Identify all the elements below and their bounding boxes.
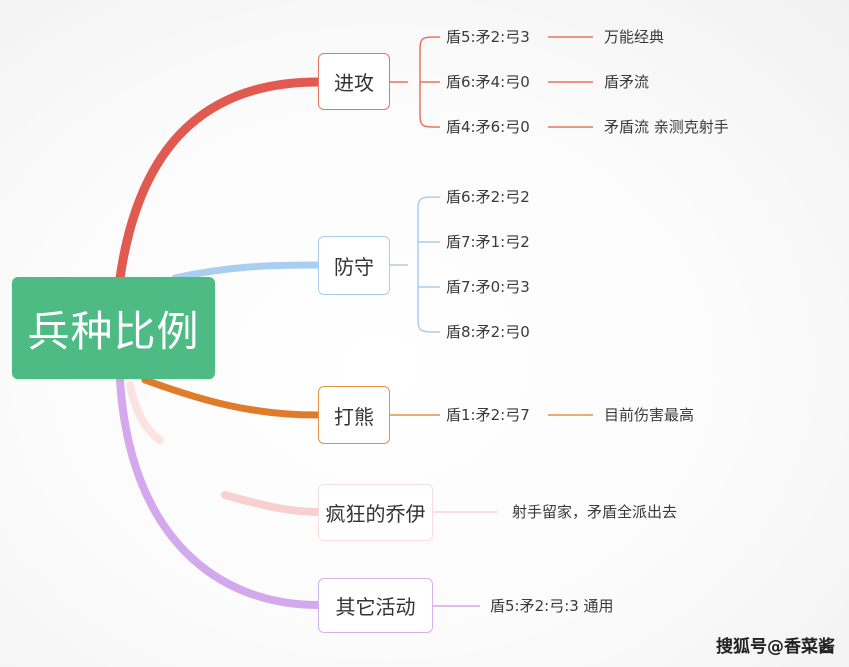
leaf-other-events-note[interactable]: 盾5:矛2:弓:3 通用 xyxy=(490,597,614,615)
branch-bear-label: 打熊 xyxy=(334,404,374,429)
connector-other xyxy=(116,376,322,609)
connector-joy-faint xyxy=(126,381,164,444)
branch-defend-label: 防守 xyxy=(334,255,374,279)
leaf-attack-ratio-2[interactable]: 盾6:矛4:弓0 xyxy=(446,73,530,91)
leaf-bear-note-1[interactable]: 目前伤害最高 xyxy=(604,406,695,424)
leaf-bear-ratio-1[interactable]: 盾1:矛2:弓7 xyxy=(446,406,530,424)
root-label: 兵种比例 xyxy=(27,306,200,356)
connector-joy xyxy=(221,491,322,516)
bracket-defend xyxy=(390,196,441,333)
branch-defend[interactable]: 防守 xyxy=(318,236,390,295)
branch-crazy-joy-label: 疯狂的乔伊 xyxy=(325,502,426,526)
root-node[interactable]: 兵种比例 xyxy=(12,277,215,379)
watermark: 搜狐号@香菜酱 xyxy=(716,637,835,657)
leaf-attack-note-1[interactable]: 万能经典 xyxy=(604,28,665,46)
branch-other-events-label: 其它活动 xyxy=(335,595,416,619)
branch-bear[interactable]: 打熊 xyxy=(318,386,390,444)
branch-attack[interactable]: 进攻 xyxy=(318,53,390,110)
connector-bear xyxy=(141,376,322,419)
branch-other-events[interactable]: 其它活动 xyxy=(318,578,433,633)
branch-crazy-joy[interactable]: 疯狂的乔伊 xyxy=(318,484,433,541)
leaf-attack-ratio-1[interactable]: 盾5:矛2:弓3 xyxy=(446,28,530,46)
leaf-crazy-joy-note[interactable]: 射手留家，矛盾全派出去 xyxy=(512,503,678,521)
leaf-defend-ratio-3[interactable]: 盾7:矛0:弓3 xyxy=(446,278,530,296)
connector-attack xyxy=(115,77,323,283)
branch-attack-label: 进攻 xyxy=(334,71,374,95)
bracket-attack xyxy=(390,36,441,128)
leaf-defend-ratio-2[interactable]: 盾7:矛1:弓2 xyxy=(446,233,530,251)
leaf-defend-ratio-1[interactable]: 盾6:矛2:弓2 xyxy=(446,188,530,206)
leaf-attack-ratio-3[interactable]: 盾4:矛6:弓0 xyxy=(446,118,530,136)
leaf-defend-ratio-4[interactable]: 盾8:矛2:弓0 xyxy=(446,323,530,341)
connector-defend xyxy=(171,261,322,282)
leaf-attack-note-3[interactable]: 矛盾流 亲测克射手 xyxy=(604,118,729,136)
leaf-attack-note-2[interactable]: 盾矛流 xyxy=(604,73,650,91)
